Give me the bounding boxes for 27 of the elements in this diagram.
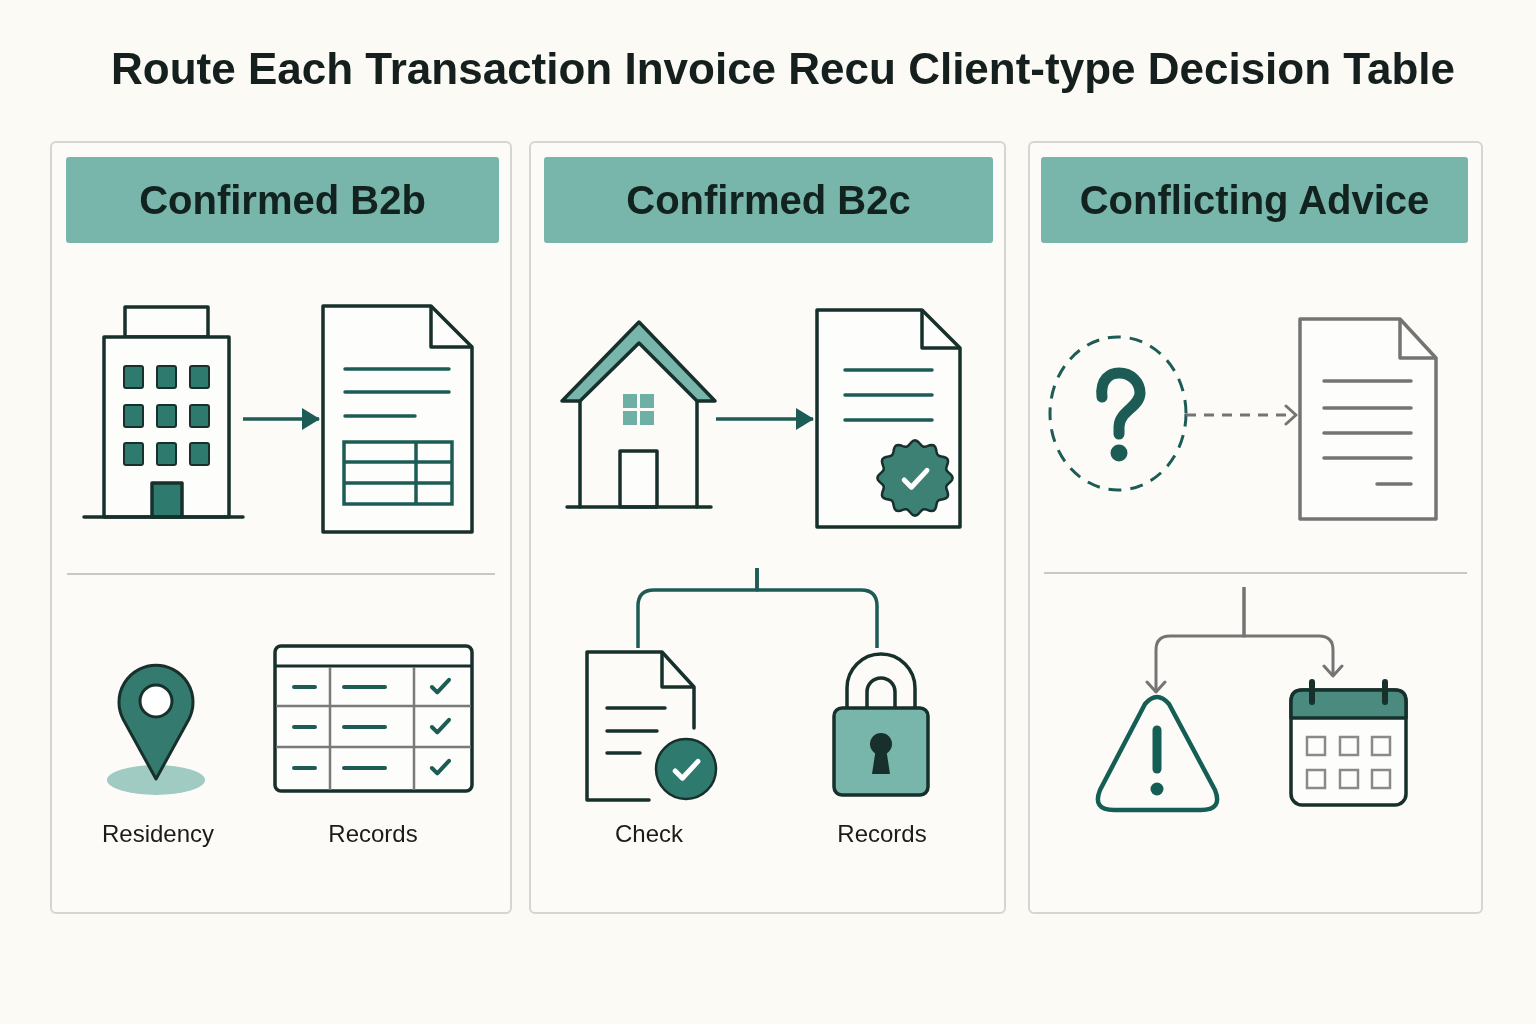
arrow — [1242, 587, 1344, 678]
dashed-arrow — [1186, 404, 1298, 426]
invoice-document-icon — [321, 304, 474, 534]
category-panel — [529, 141, 1006, 914]
house-icon — [559, 318, 718, 509]
question-mark-icon — [1048, 335, 1188, 492]
padlock-icon — [831, 650, 931, 798]
document-icon — [1298, 317, 1438, 521]
panel-header: Confirmed B2b — [66, 157, 499, 243]
icon-caption: Check — [615, 820, 683, 849]
checked-document-icon — [585, 650, 718, 803]
diagram-title: Route Each Transaction Invoice Recu Client-type Decision Table — [111, 44, 1455, 95]
panel-header: Confirmed B2c — [544, 157, 993, 243]
icon-caption: Records — [837, 820, 927, 849]
icon-caption: Records — [328, 820, 418, 849]
arrow — [716, 408, 814, 430]
category-panel — [50, 141, 512, 914]
calendar-icon — [1288, 678, 1409, 808]
panel-header: Conflicting Advice — [1041, 157, 1468, 243]
category-panel — [1028, 141, 1483, 914]
certified-document-icon — [815, 308, 962, 529]
arrow — [243, 408, 320, 430]
connector-line — [755, 568, 879, 648]
checklist-table-icon — [273, 644, 474, 793]
warning-icon — [1095, 694, 1220, 813]
icon-caption: Residency — [101, 820, 215, 849]
office-building-icon — [82, 305, 245, 519]
